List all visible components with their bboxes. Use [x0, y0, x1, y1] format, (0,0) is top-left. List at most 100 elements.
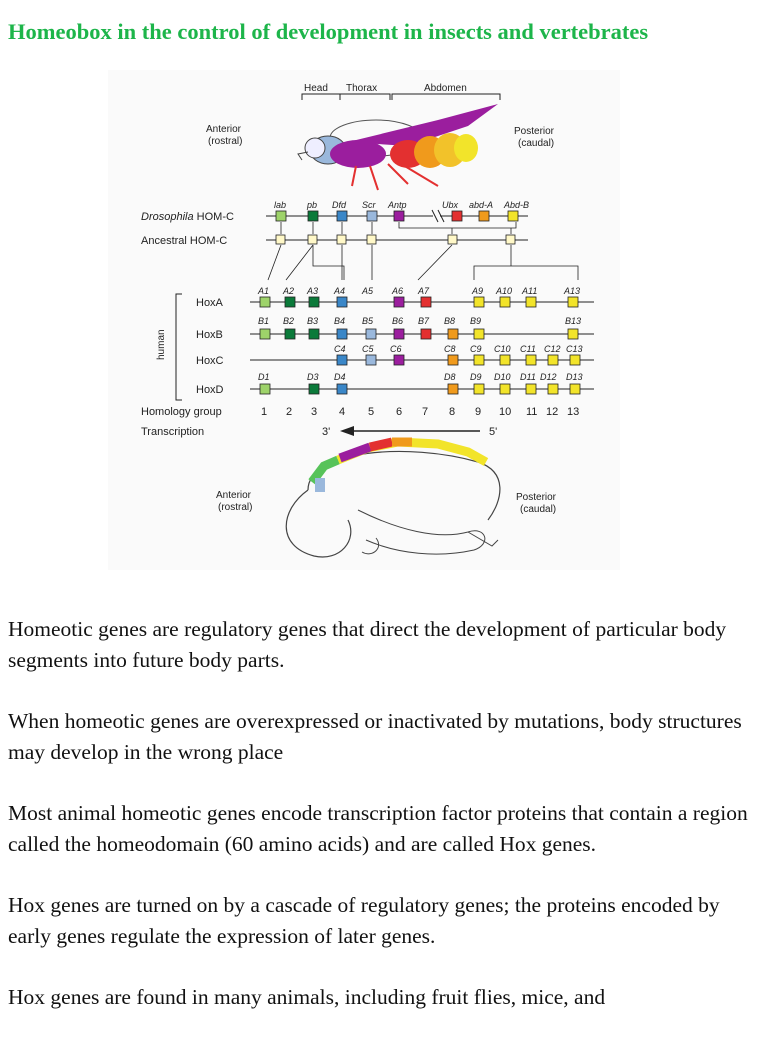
svg-text:B6: B6: [392, 316, 403, 326]
svg-text:C4: C4: [334, 344, 346, 354]
gene-box-ubx: [451, 210, 463, 222]
body-region-brackets: [301, 93, 501, 100]
svg-text:A6: A6: [391, 286, 403, 296]
svg-text:A9: A9: [471, 286, 483, 296]
svg-text:9: 9: [475, 406, 481, 418]
thorax-label: Thorax: [346, 83, 377, 94]
svg-text:A2: A2: [282, 286, 294, 296]
paragraph-cascade: Hox genes are turned on by a cascade of …: [8, 893, 720, 948]
hoxb-label: HoxB: [196, 329, 223, 341]
transcription-label: Transcription: [141, 426, 204, 438]
gene-box-antp: [393, 210, 405, 222]
svg-text:C8: C8: [444, 344, 456, 354]
gene-box-abda: [478, 210, 490, 222]
gene-box-scr: [366, 210, 378, 222]
svg-text:D8: D8: [444, 372, 456, 382]
svg-text:B5: B5: [362, 316, 374, 326]
hox-figure: Head Thorax Abdomen Anterior (rostral) P…: [108, 70, 620, 570]
fly-illustration: [297, 104, 498, 191]
ancestral-gene-boxes: [275, 234, 516, 245]
svg-text:A10: A10: [495, 286, 512, 296]
svg-text:2: 2: [286, 406, 292, 418]
svg-text:B7: B7: [418, 316, 430, 326]
svg-text:C6: C6: [390, 344, 402, 354]
svg-text:13: 13: [567, 406, 579, 418]
svg-text:D13: D13: [566, 372, 583, 382]
svg-text:A7: A7: [417, 286, 430, 296]
fly-gene-boxes: [275, 210, 519, 222]
svg-text:D9: D9: [470, 372, 482, 382]
gene-label-lab: lab: [274, 200, 286, 210]
abdomen-label: Abdomen: [424, 83, 467, 94]
gene-box-abdb: [507, 210, 519, 222]
svg-text:A3: A3: [306, 286, 318, 296]
svg-text:A1: A1: [257, 286, 269, 296]
svg-text:B3: B3: [307, 316, 318, 326]
svg-text:D10: D10: [494, 372, 511, 382]
gene-label-antp: Antp: [387, 200, 407, 210]
transcription-3prime: 3': [322, 426, 330, 438]
gene-label-abdb: Abd-B: [503, 200, 529, 210]
ancestral-homc-label: Ancestral HOM-C: [141, 235, 227, 247]
gene-box-pb: [307, 210, 319, 222]
gene-box-dfd: [336, 210, 348, 222]
svg-text:D1: D1: [258, 372, 270, 382]
gene-label-dfd: Dfd: [332, 200, 347, 210]
svg-text:5: 5: [368, 406, 374, 418]
hoxa-label: HoxA: [196, 297, 224, 309]
homology-group-label: Homology group: [141, 406, 222, 418]
hoxc-label: HoxC: [196, 355, 224, 367]
fly-anterior-label: Anterior (rostral): [206, 124, 244, 147]
paragraph-homeodomain: Most animal homeotic genes encode transc…: [8, 801, 748, 856]
svg-text:A13: A13: [563, 286, 580, 296]
svg-text:B8: B8: [444, 316, 455, 326]
svg-text:B9: B9: [470, 316, 481, 326]
transcription-5prime: 5': [489, 426, 497, 438]
svg-text:C5: C5: [362, 344, 374, 354]
embryo-illustration: [285, 437, 501, 558]
human-bracket: [175, 293, 182, 401]
embryo-anterior-label: Anterior (rostral): [216, 490, 254, 513]
homology-numbers: 1 2 3 4 5 6 7 8 9 10 11 12 13: [261, 406, 579, 418]
embryo-posterior-label: Posterior (caudal): [516, 492, 559, 515]
transcription-arrow: [340, 426, 480, 436]
svg-text:4: 4: [339, 406, 345, 418]
gene-box-lab: [275, 210, 287, 222]
svg-text:B1: B1: [258, 316, 269, 326]
svg-text:D12: D12: [540, 372, 557, 382]
svg-text:D11: D11: [520, 372, 536, 382]
svg-text:C12: C12: [544, 344, 561, 354]
svg-text:6: 6: [396, 406, 402, 418]
hox-clusters: HoxA A1 A2 A3 A4 A5 A6 A7 A9 A10 A11 A13: [196, 286, 594, 396]
svg-text:C10: C10: [494, 344, 511, 354]
svg-text:D4: D4: [334, 372, 346, 382]
svg-text:12: 12: [546, 406, 558, 418]
paragraph-hox-animals: Hox genes are found in many animals, inc…: [8, 985, 606, 1009]
svg-text:D3: D3: [307, 372, 319, 382]
svg-text:10: 10: [499, 406, 511, 418]
fly-posterior-label: Posterior (caudal): [514, 126, 557, 149]
gene-label-abda: abd-A: [469, 200, 493, 210]
svg-text:C13: C13: [566, 344, 583, 354]
svg-text:C11: C11: [520, 344, 536, 354]
drosophila-homc-label: Drosophila HOM-C: [141, 211, 234, 223]
gene-label-scr: Scr: [362, 200, 377, 210]
gene-label-ubx: Ubx: [442, 200, 459, 210]
body-text: Homeotic genes are regulatory genes that…: [8, 614, 764, 1043]
gene-label-pb: pb: [306, 200, 317, 210]
svg-text:11: 11: [526, 406, 537, 418]
fly-gene-labels: lab pb Dfd Scr Antp Ubx abd-A Abd-B: [274, 200, 529, 210]
svg-text:A11: A11: [521, 286, 537, 296]
svg-text:B4: B4: [334, 316, 345, 326]
svg-text:A4: A4: [333, 286, 345, 296]
svg-text:8: 8: [449, 406, 455, 418]
svg-text:1: 1: [261, 406, 267, 418]
paragraph-mutations: When homeotic genes are overexpressed or…: [8, 709, 742, 764]
paragraph-homeotic-genes: Homeotic genes are regulatory genes that…: [8, 617, 727, 672]
svg-text:A5: A5: [361, 286, 374, 296]
svg-text:7: 7: [422, 406, 428, 418]
hox-diagram: Head Thorax Abdomen Anterior (rostral) P…: [141, 83, 594, 558]
svg-text:B2: B2: [283, 316, 294, 326]
head-label: Head: [304, 83, 328, 94]
svg-text:3: 3: [311, 406, 317, 418]
